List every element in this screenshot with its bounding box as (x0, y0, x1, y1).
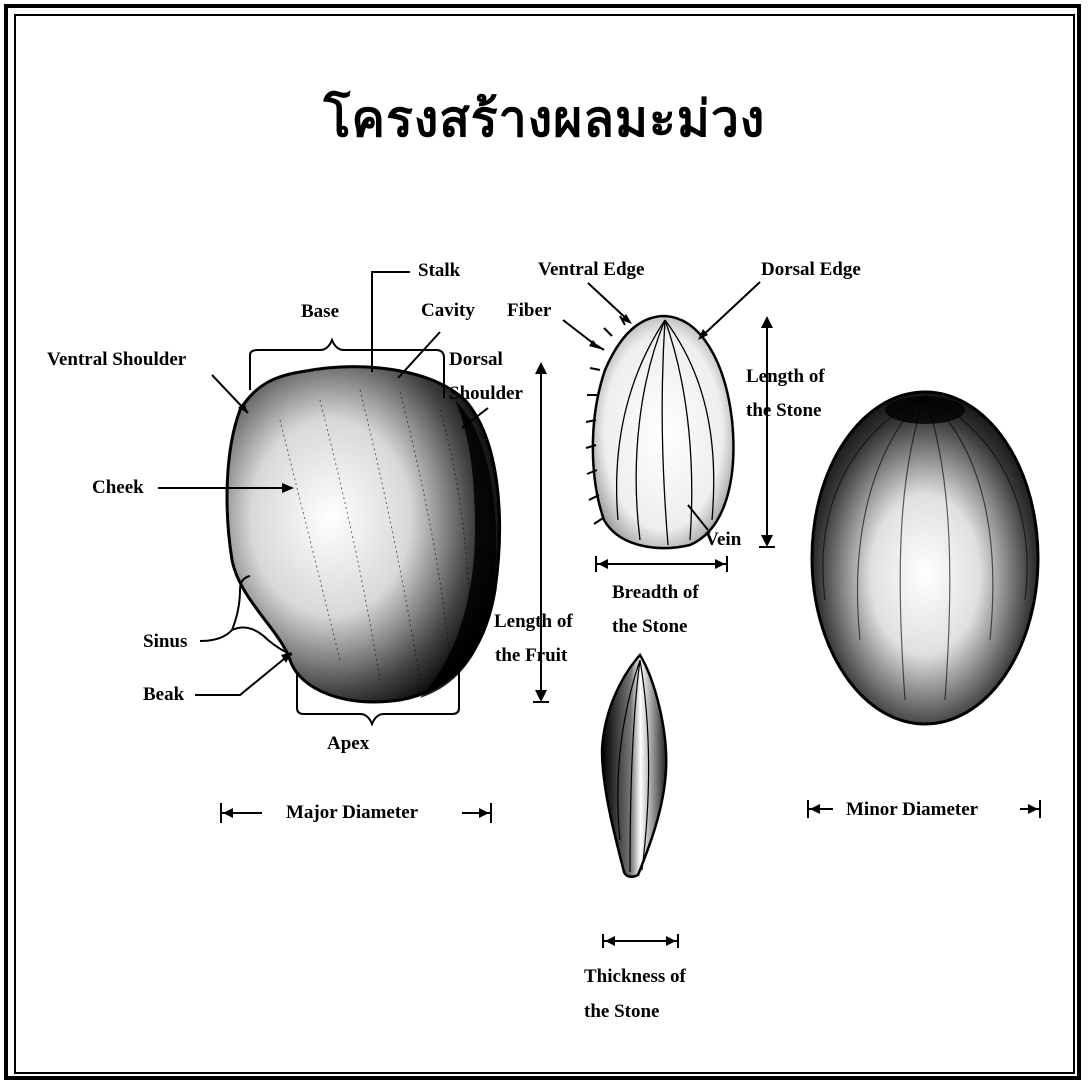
ventral-edge-leader (588, 283, 630, 322)
label-cheek: Cheek (92, 477, 144, 499)
label-thickness-stone-line1: Thickness of (584, 966, 686, 988)
stalk-leader (372, 272, 410, 372)
mango-side-top-shade (885, 396, 965, 424)
label-major-diameter: Major Diameter (286, 802, 418, 824)
dorsal-edge-leader (700, 282, 760, 338)
label-dorsal-edge: Dorsal Edge (761, 259, 861, 281)
label-cavity: Cavity (421, 300, 475, 322)
label-base: Base (301, 301, 339, 323)
label-length-fruit-line1: Length of (494, 611, 573, 633)
minor-diameter-arrow-right (1028, 804, 1038, 814)
label-breadth-stone-line1: Breadth of (612, 582, 699, 604)
label-beak: Beak (143, 684, 184, 706)
label-stalk: Stalk (418, 260, 460, 282)
stone-front-illustration (586, 316, 733, 548)
label-length-fruit-line2: the Fruit (495, 645, 567, 667)
label-vein: Vein (705, 529, 741, 551)
length-fruit-arrow-bottom (535, 690, 547, 702)
minor-diameter-arrow-left (810, 804, 820, 814)
thickness-arrow-right (666, 936, 676, 946)
label-ventral-shoulder: Ventral Shoulder (47, 349, 186, 371)
stone-side-illustration (602, 655, 666, 877)
mango-fruit-illustration (227, 367, 500, 702)
length-stone-arrow-bottom (761, 535, 773, 547)
label-length-stone-line2: the Stone (746, 400, 821, 422)
breadth-arrow-left (598, 559, 608, 569)
breadth-stone-line (596, 556, 727, 572)
length-fruit-arrow-top (535, 362, 547, 374)
beak-leader (195, 654, 290, 695)
label-thickness-stone-line2: the Stone (584, 1001, 659, 1023)
cavity-leader (398, 332, 440, 378)
label-fiber: Fiber (507, 300, 551, 322)
label-dorsal-shoulder-line2: Shoulder (449, 383, 523, 405)
major-diameter-arrow-right (479, 808, 489, 818)
length-stone-arrow-top (761, 316, 773, 328)
label-ventral-edge: Ventral Edge (538, 259, 644, 281)
mango-side-body (812, 392, 1038, 724)
stone-side-body (602, 655, 666, 877)
label-sinus: Sinus (143, 631, 187, 653)
thickness-arrow-left (605, 936, 615, 946)
label-dorsal-shoulder-line1: Dorsal (449, 349, 503, 371)
mango-side-illustration (812, 392, 1038, 724)
label-length-stone-line1: Length of (746, 366, 825, 388)
label-minor-diameter: Minor Diameter (846, 799, 978, 821)
label-breadth-stone-line2: the Stone (612, 616, 687, 638)
breadth-arrow-right (715, 559, 725, 569)
major-diameter-arrow-left (223, 808, 233, 818)
label-apex: Apex (327, 733, 369, 755)
